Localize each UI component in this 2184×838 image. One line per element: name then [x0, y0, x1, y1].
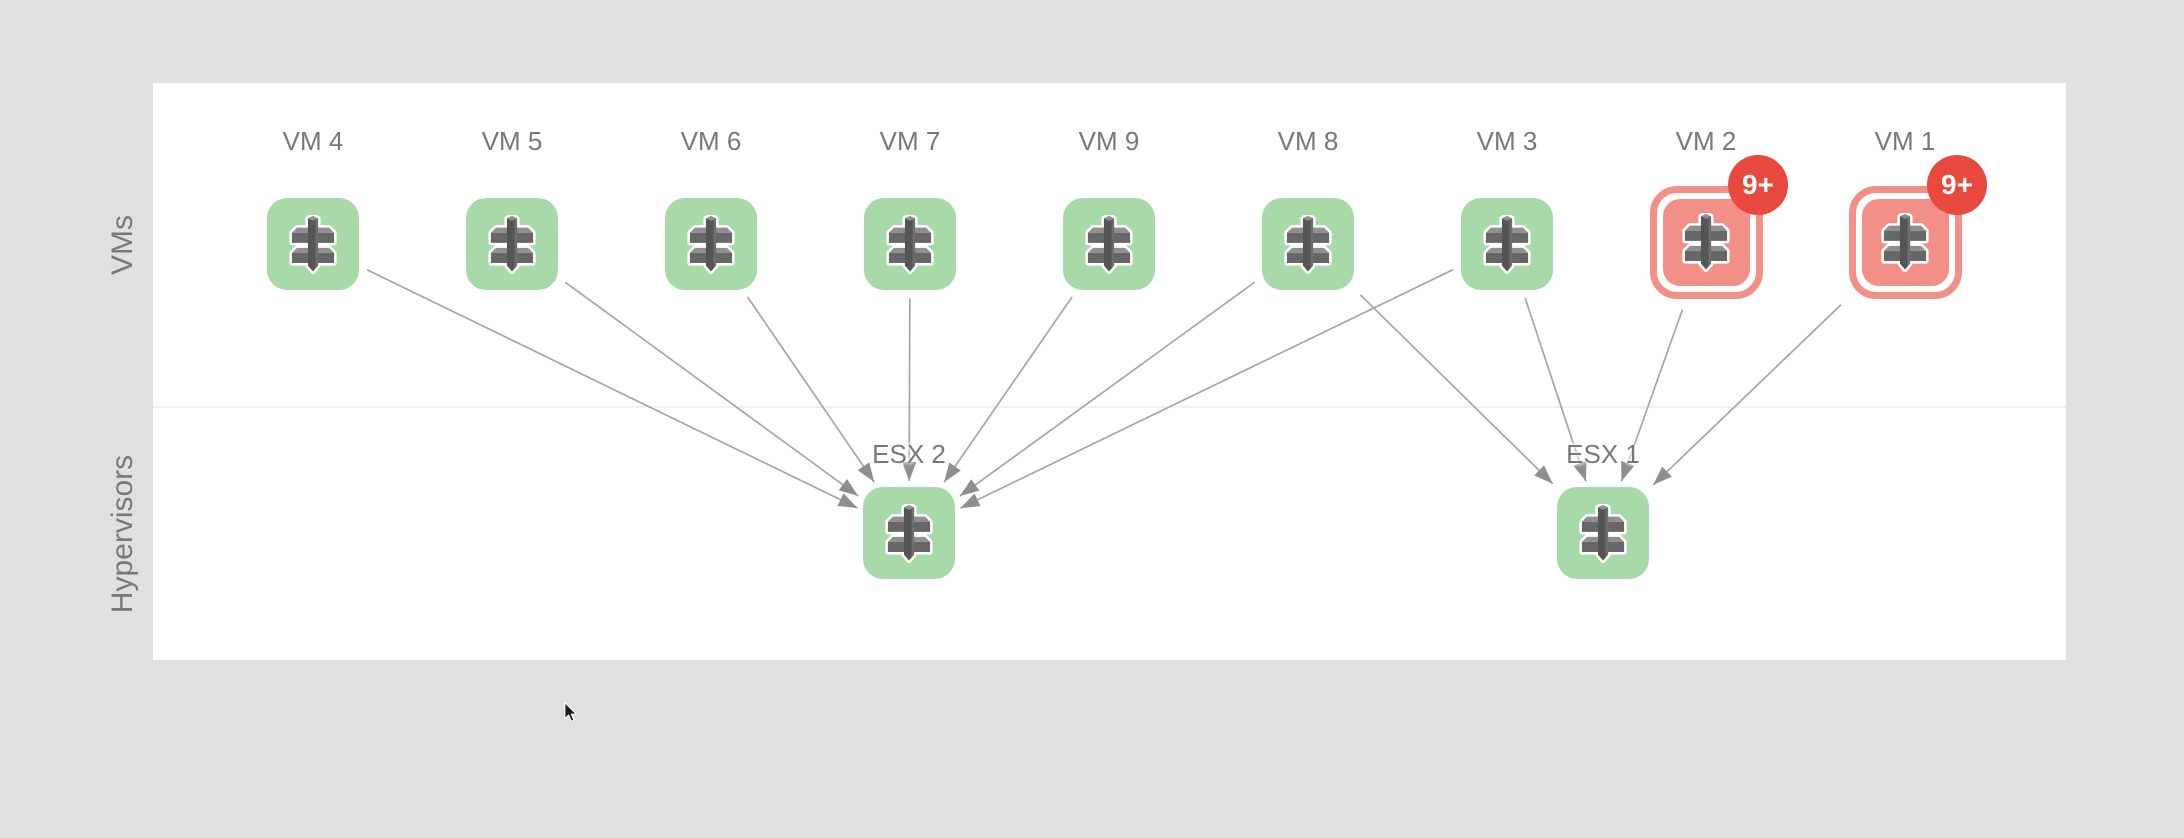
- node-box: [466, 198, 558, 290]
- host-icon: [1085, 214, 1133, 274]
- node-vm-4[interactable]: VM 4: [255, 126, 371, 290]
- node-label: VM 8: [1277, 126, 1339, 156]
- node-box: [864, 198, 956, 290]
- node-vm-7[interactable]: VM 7: [852, 126, 968, 290]
- node-box: [1063, 198, 1155, 290]
- node-vm-9[interactable]: VM 9: [1051, 126, 1167, 290]
- node-vm-8[interactable]: VM 8: [1250, 126, 1366, 290]
- mouse-cursor-icon: [564, 702, 577, 722]
- node-box: [1861, 199, 1949, 286]
- node-critical-ring: [1848, 186, 1962, 299]
- layer-label-hypervisors: Hypervisors: [106, 454, 139, 614]
- host-icon: [1682, 213, 1730, 272]
- node-box: [1662, 199, 1750, 286]
- node-label: ESX 1: [1566, 439, 1640, 469]
- node-label: VM 6: [680, 126, 742, 156]
- host-icon: [1881, 213, 1929, 272]
- node-label: VM 7: [879, 126, 941, 156]
- node-label: VM 9: [1078, 126, 1140, 156]
- node-box: [1557, 487, 1649, 579]
- host-icon: [1483, 214, 1531, 274]
- node-label: VM 3: [1476, 126, 1538, 156]
- layer-divider: [153, 406, 2066, 408]
- node-vm-5[interactable]: VM 5: [454, 126, 570, 290]
- node-box: [1262, 198, 1354, 290]
- host-icon: [1579, 503, 1627, 563]
- node-label: ESX 2: [872, 439, 946, 469]
- host-icon: [885, 503, 933, 563]
- notification-badge: 9+: [1927, 155, 1987, 215]
- node-box: [267, 198, 359, 290]
- host-icon: [687, 214, 735, 274]
- node-label: VM 1: [1874, 126, 1936, 156]
- node-label: VM 5: [481, 126, 543, 156]
- notification-badge: 9+: [1728, 155, 1788, 215]
- layer-label-vms: VMs: [106, 215, 139, 275]
- node-label: VM 4: [282, 126, 344, 156]
- host-icon: [886, 214, 934, 274]
- node-vm-1[interactable]: VM 1 9+: [1847, 126, 1987, 299]
- node-vm-6[interactable]: VM 6: [653, 126, 769, 290]
- node-esx-2[interactable]: ESX 2: [851, 439, 967, 579]
- host-icon: [289, 214, 337, 274]
- node-critical-ring: [1649, 186, 1763, 299]
- host-icon: [1284, 214, 1332, 274]
- node-vm-2[interactable]: VM 2 9+: [1648, 126, 1788, 299]
- node-box: [1461, 198, 1553, 290]
- node-label: VM 2: [1675, 126, 1737, 156]
- node-esx-1[interactable]: ESX 1: [1545, 439, 1661, 579]
- node-box: [863, 487, 955, 579]
- host-icon: [488, 214, 536, 274]
- node-box: [665, 198, 757, 290]
- node-vm-3[interactable]: VM 3: [1449, 126, 1565, 290]
